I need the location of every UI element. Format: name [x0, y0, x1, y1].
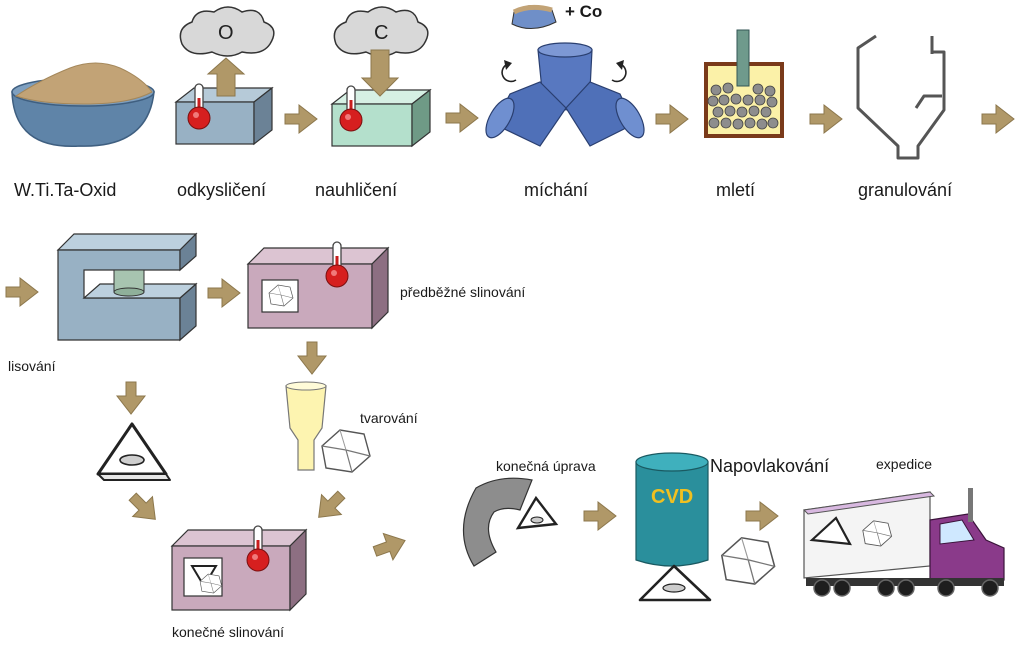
shaping-label: tvarování [360, 410, 418, 426]
arrow-8 [297, 341, 327, 375]
arrow-6 [5, 277, 39, 307]
arrow-14 [745, 501, 779, 531]
pressing-label: lisování [8, 358, 56, 374]
presinter-furnace-icon [246, 241, 390, 330]
final-sinter-furnace-icon [170, 525, 308, 612]
press-icon [56, 232, 198, 342]
cvd-reactor-icon [635, 452, 712, 602]
shaping-tool-icon [285, 381, 371, 473]
carburization-furnace-icon [330, 6, 432, 148]
arrow-11 [308, 484, 352, 528]
presintering-label: předběžné slinování [400, 284, 526, 300]
oxygen-label: O [218, 22, 234, 44]
final-sintering-label: konečné slinování [172, 624, 285, 640]
granulator-icon [856, 34, 946, 160]
coating-label: Napovlakování [710, 456, 830, 476]
arrow-3 [655, 104, 689, 134]
reduction-label: odkysličení [177, 180, 267, 200]
arrow-10 [122, 486, 166, 530]
insert-icon [96, 422, 172, 482]
reduction-furnace-icon [174, 6, 275, 146]
dispatch-label: expedice [876, 456, 933, 472]
oxide-bowl-icon [11, 62, 155, 147]
mixer-icon [485, 4, 645, 147]
grinding-wheel-icon [462, 477, 559, 567]
cvd-label: CVD [651, 486, 694, 508]
final-treatment-label: konečná úprava [496, 458, 596, 474]
arrow-5 [981, 104, 1015, 134]
granulation-label: granulování [858, 180, 953, 200]
oxide-label: W.Ti.Ta-Oxid [14, 180, 117, 200]
arrow-9 [116, 381, 146, 415]
carburization-label: nauhličení [315, 180, 398, 200]
arrow-7 [207, 278, 241, 308]
arrow-2 [445, 103, 479, 133]
cobalt-additive-label: + Co [565, 2, 603, 21]
arrow-12 [369, 526, 411, 566]
ball-mill-icon [704, 29, 784, 138]
coated-insert-icon [721, 537, 776, 585]
arrow-13 [583, 501, 617, 531]
mixing-label: míchání [524, 180, 589, 200]
arrow-1 [284, 104, 318, 134]
arrow-4 [809, 104, 843, 134]
carbon-label: C [374, 22, 389, 44]
truck-icon [802, 488, 1005, 597]
milling-label: mletí [716, 180, 756, 200]
